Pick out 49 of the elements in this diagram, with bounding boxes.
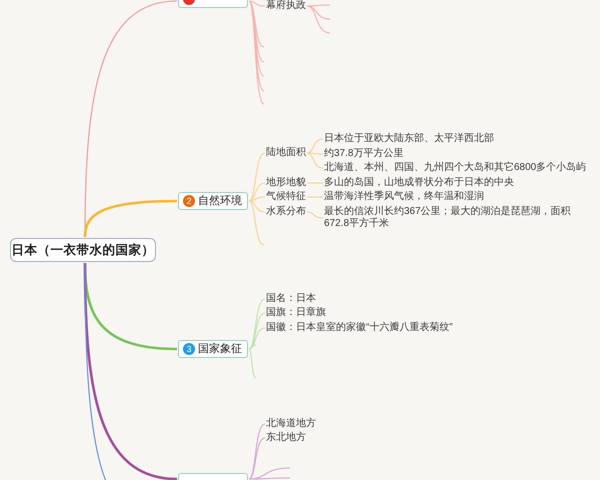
central-topic: 日本（一衣带水的国家） xyxy=(10,238,156,262)
subtopic-text: 北海道、本州、四国、九州四个大岛和其它6800多个小岛屿 xyxy=(324,162,586,174)
connector-line xyxy=(306,152,324,169)
connector-line xyxy=(248,0,266,7)
subtopic-text: 东北地方 xyxy=(266,432,306,444)
connector-line xyxy=(306,138,324,154)
subtopic-text: 北海道地方 xyxy=(266,418,316,430)
branch-line xyxy=(84,200,178,238)
connector-line xyxy=(248,327,266,350)
connector-line xyxy=(248,298,266,350)
connector-line xyxy=(307,182,323,184)
subtopic-text: 国名：日本 xyxy=(266,293,316,305)
subtopic-text: 水系分布 xyxy=(266,206,306,218)
connector-line xyxy=(248,152,266,202)
connector-line xyxy=(248,0,264,76)
connector-line xyxy=(248,196,266,202)
connector-line xyxy=(248,200,264,246)
subtopic-text: 地形地貌 xyxy=(266,177,306,189)
subtopic-text: 国徽：日本皇室的家徽“十六瓣八重表菊纹” xyxy=(266,322,453,334)
subtopic-text: 国旗：日章旗 xyxy=(266,307,326,319)
topic-box xyxy=(178,340,248,358)
subtopic-text: 陆地面积 xyxy=(266,147,306,159)
connector-line xyxy=(306,5,330,34)
subtopic-text: 日本位于亚欧大陆东部、太平洋西北部 xyxy=(324,133,494,145)
connector-line xyxy=(248,0,264,62)
connector-line xyxy=(248,0,264,48)
connector-line xyxy=(248,348,256,378)
subtopic-text: 气候特征 xyxy=(266,191,306,203)
number-badge: 3 xyxy=(183,343,195,355)
subtopic-text: 多山的岛国，山地成脊状分布于日本的中央 xyxy=(324,177,514,189)
connector-line xyxy=(248,312,266,350)
subtopic-text: 最长的信浓川长约367公里；最大的湖泊是琵琶湖，面积672.8平方千米 xyxy=(324,206,594,230)
connector-line xyxy=(307,4,330,7)
topic-box xyxy=(178,192,248,210)
connector-line xyxy=(248,200,266,213)
connector-line xyxy=(307,152,323,155)
connector-line xyxy=(306,211,324,219)
topic-title: 自然环境 xyxy=(198,194,242,208)
connector-line xyxy=(249,477,290,480)
connector-line xyxy=(248,437,266,480)
connector-line xyxy=(248,424,266,480)
connector-line xyxy=(306,5,330,20)
connector-line xyxy=(307,196,323,198)
subtopic-text: 温带海洋性季风气候，终年温和湿润 xyxy=(324,191,484,203)
subtopic-text: 约37.8万平方公里 xyxy=(324,148,404,160)
number-badge: 2 xyxy=(183,195,195,207)
connector-line xyxy=(248,182,266,202)
branch-line xyxy=(84,262,178,480)
topic-title: 国家象征 xyxy=(198,342,242,356)
